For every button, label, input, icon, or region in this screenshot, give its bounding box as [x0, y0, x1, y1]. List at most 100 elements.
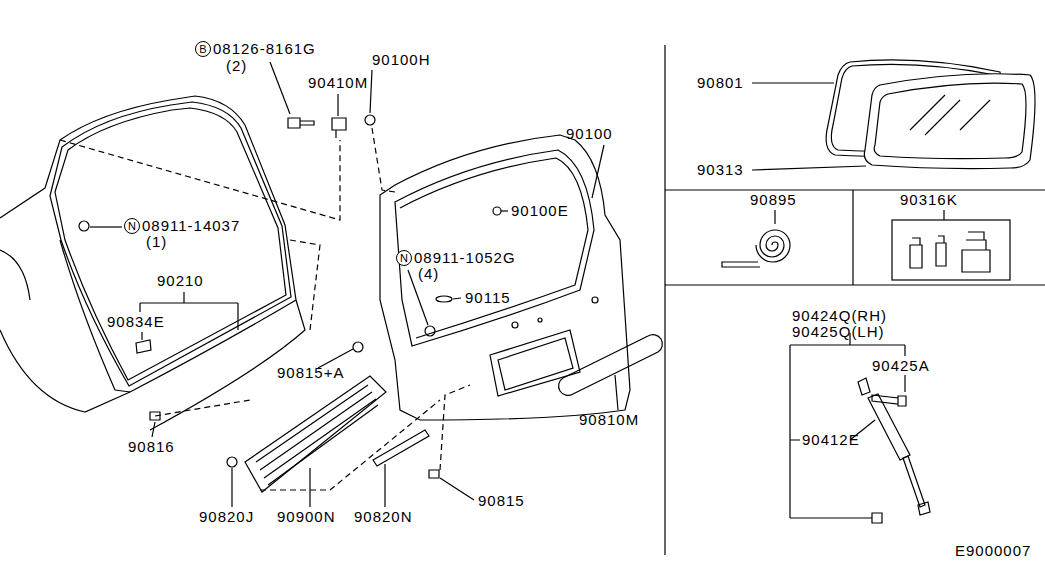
leader-line	[90, 226, 122, 227]
plug	[150, 412, 160, 420]
symbol-letter: N	[400, 253, 408, 264]
callout-number: 08911-1052G	[414, 250, 516, 265]
alignment-line	[440, 385, 470, 470]
bumper	[493, 207, 501, 215]
clip	[936, 236, 946, 266]
leader-line	[270, 62, 290, 114]
leader-line	[752, 166, 866, 170]
weatherstrip	[50, 102, 291, 386]
callout-number: 08126-8161G	[213, 41, 316, 56]
license-recess	[490, 330, 580, 396]
trim-strip	[373, 430, 429, 466]
back-door	[380, 135, 630, 420]
callout-number: 90815	[478, 493, 525, 508]
callout-number: 90425A	[872, 358, 930, 373]
bolt	[872, 395, 906, 406]
hole	[592, 297, 598, 303]
stay-end	[918, 502, 930, 515]
callout-number: 90810M	[579, 412, 639, 427]
leader-line	[309, 468, 310, 507]
callout-number: 90820J	[199, 509, 254, 524]
trim-panel	[245, 376, 386, 492]
callout-number: 90316K	[900, 192, 958, 207]
callout-number: 90424Q(RH)	[792, 308, 887, 323]
alignment-line	[155, 400, 250, 416]
circled-letter: N	[396, 250, 412, 266]
callout-number: 90816	[128, 439, 175, 454]
seal	[136, 340, 151, 353]
grommet	[962, 232, 990, 272]
callout-number: (4)	[418, 266, 439, 281]
body-opening	[0, 96, 296, 392]
license-recess	[498, 338, 573, 390]
body-side	[0, 250, 30, 300]
divider	[852, 190, 853, 285]
callout-number: 90115	[465, 290, 511, 305]
leader-line	[904, 375, 905, 392]
callout-number: 90313	[697, 162, 744, 177]
leader-line	[384, 464, 385, 507]
callout-number: 90100	[566, 126, 613, 141]
circled-letter: N	[124, 218, 140, 234]
stay-rod	[903, 456, 925, 507]
glass	[864, 74, 1035, 169]
door-window-opening	[400, 158, 588, 338]
leader-line	[152, 422, 155, 437]
finisher	[559, 335, 663, 396]
stay-cylinder	[868, 394, 910, 460]
alignment-line	[60, 140, 340, 220]
callout-number: 90820N	[354, 509, 413, 524]
glass-reflection	[910, 95, 990, 135]
leader-line	[141, 332, 142, 340]
clip	[429, 470, 439, 478]
callout-number: 90900N	[277, 509, 336, 524]
leader-line	[440, 478, 474, 500]
leader-line	[337, 94, 338, 116]
clip	[79, 221, 89, 231]
leader-line	[615, 375, 618, 410]
callout-number: 08911-14037	[142, 218, 240, 233]
leader-line	[774, 210, 775, 224]
leader-line	[943, 210, 944, 220]
door-window-opening	[395, 150, 594, 346]
divider	[665, 284, 1045, 285]
leader-line	[231, 468, 232, 507]
symbol-letter: B	[199, 44, 206, 55]
circled-letter: B	[195, 41, 211, 57]
divider	[664, 45, 665, 555]
callout-number: E9000007	[955, 543, 1031, 558]
bolt	[288, 118, 314, 128]
tape-end	[722, 262, 760, 267]
parts-box	[892, 220, 1010, 280]
clip	[353, 342, 363, 352]
stay-bracket	[858, 378, 870, 395]
body-side	[0, 330, 130, 412]
tape-coil	[756, 230, 790, 262]
trim-panel-ribs	[256, 385, 378, 485]
glass	[874, 83, 1026, 159]
striker	[332, 118, 346, 138]
leader-line	[752, 82, 834, 83]
callout-number: 90815+A	[277, 365, 344, 380]
clip	[910, 238, 922, 268]
clip	[227, 457, 237, 467]
callout-number: 90425Q(LH)	[792, 324, 885, 339]
bumper	[365, 115, 375, 125]
hole	[538, 318, 542, 322]
callout-number: 90895	[750, 192, 797, 207]
callout-number: 90210	[157, 273, 204, 288]
alignment-line	[260, 400, 440, 490]
alignment-line	[372, 128, 395, 192]
callout-number: 90100E	[511, 203, 569, 218]
callout-number: 90100H	[372, 52, 431, 67]
callout-number: 90801	[697, 75, 744, 90]
divider	[665, 189, 1045, 190]
alignment-line	[290, 240, 320, 330]
clip	[425, 326, 435, 336]
callout-number: (1)	[146, 234, 167, 249]
plug	[436, 296, 452, 302]
leader-line	[370, 70, 372, 113]
leader-line	[592, 145, 604, 198]
